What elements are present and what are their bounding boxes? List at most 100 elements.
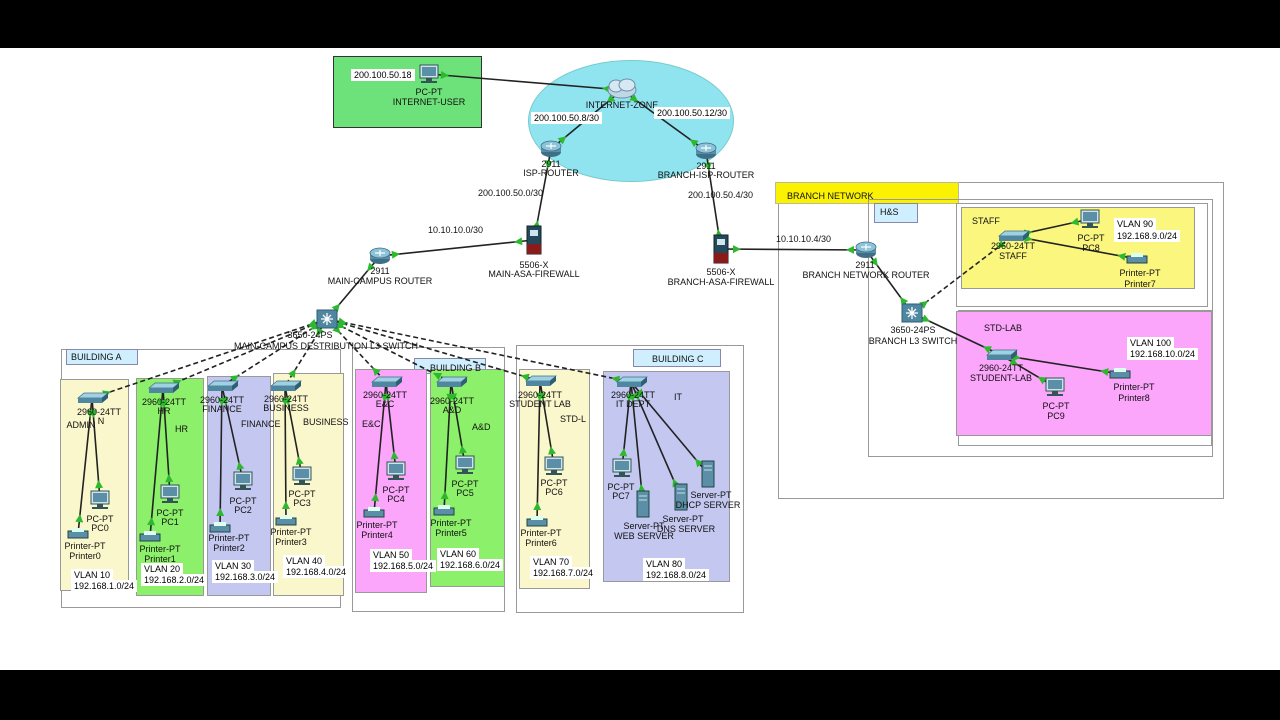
internet-user-type: PC-PT (415, 87, 443, 97)
area-finance (207, 376, 271, 596)
main-dist-name: MAIN-CAMPUS DESTRIBUTION L3 SWITCH (233, 341, 419, 351)
dept-2-switch-model: 2960-24TT (199, 395, 245, 405)
dept-6-switch-name: STUDENT LAB (509, 399, 571, 409)
dept-6-subnet: 192.168.7.0/24 (530, 567, 597, 579)
dept-6-printer-icon (526, 518, 548, 527)
main-fw-name: MAIN-ASA-FIREWALL (488, 269, 580, 279)
link (77, 397, 93, 535)
dept-5-switch-name: A&D (442, 405, 462, 415)
internet-user-ip: 200.100.50.18 (351, 69, 415, 81)
building-a-label: BUILDING A (71, 352, 122, 362)
main-fw-link-ip: 10.10.10.0/30 (428, 225, 484, 235)
port-up-indicator (732, 245, 741, 254)
branch-l3-model: 3650-24PS (890, 325, 936, 335)
link (630, 381, 644, 505)
internet-user-name: INTERNET-USER (392, 97, 466, 107)
port-up-indicator (982, 346, 992, 354)
web-server-type: Server-PT (623, 521, 665, 531)
link (1012, 235, 1138, 260)
branch-isp-model: 2911 (696, 161, 716, 171)
dept-3-pc-type: PC-PT (288, 489, 316, 499)
port-up-indicator (147, 517, 156, 526)
stdlab-vlan: VLAN 100 (1127, 337, 1175, 349)
link (428, 73, 623, 91)
dept-5-printer-type: Printer-PT (430, 518, 472, 528)
link (91, 318, 328, 399)
dept-4-printer-name: Printer4 (361, 530, 393, 540)
topology-canvas[interactable]: 200.100.50.18 PC-PT INTERNET-USER INTERN… (0, 48, 1280, 670)
link (162, 318, 328, 389)
building-c-label-bg (633, 349, 721, 367)
dept-2-area-label: FINANCE (241, 419, 281, 429)
dept-3-printer-type: Printer-PT (270, 527, 312, 537)
port-up-indicator (433, 372, 443, 381)
internet-user-area (333, 56, 482, 128)
branch-l3-name: BRANCH L3 SWITCH (868, 336, 958, 346)
stdlab-switch-name: STUDENT-LAB (969, 373, 1033, 383)
dept-0-printer-icon (67, 530, 89, 539)
dhcp-server-icon (701, 460, 715, 488)
dept-1-printer-name: Printer1 (144, 554, 176, 564)
dept-7-area-label: IT (674, 392, 682, 402)
dept-6-printer-type: Printer-PT (520, 528, 562, 538)
printer7-icon (1126, 255, 1148, 264)
dept-2-printer-type: Printer-PT (208, 533, 250, 543)
branch-isp-link-ip: 200.100.50.4/30 (688, 190, 754, 200)
port-up-indicator (281, 397, 290, 406)
port-up-indicator (514, 237, 523, 246)
dept-1-area-label: HR (175, 424, 188, 434)
dept-1-subnet: 192.168.2.0/24 (141, 574, 208, 586)
dept-2-pc-type: PC-PT (229, 496, 257, 506)
link (720, 248, 867, 251)
dns-server-icon (674, 483, 688, 511)
link (326, 318, 387, 383)
port-up-indicator (95, 480, 104, 489)
port-up-indicator (157, 399, 166, 408)
link (221, 318, 328, 387)
dept-6-printer-name: Printer6 (525, 538, 557, 548)
port-up-indicator (281, 501, 290, 510)
dept-1-printer-type: Printer-PT (139, 544, 181, 554)
stdlab-pc-type: PC-PT (1042, 401, 1070, 411)
dhcp-server-type: Server-PT (690, 490, 732, 500)
port-up-indicator (846, 245, 855, 254)
dept-4-printer-type: Printer-PT (356, 520, 398, 530)
hs-label-bg (874, 203, 918, 223)
dept-5-printer-icon (433, 507, 455, 516)
port-up-indicator (367, 262, 376, 272)
dept-5-switch-model: 2960-24TT (429, 396, 475, 406)
staff-printer-name: Printer7 (1124, 279, 1156, 289)
link (149, 387, 164, 538)
staff-pc-name: PC8 (1082, 243, 1100, 253)
printer8-icon (1109, 370, 1131, 379)
port-up-indicator (606, 94, 616, 103)
dns-server-type: Server-PT (662, 514, 704, 524)
stdlab-pc-name: PC9 (1047, 411, 1065, 421)
port-up-indicator (75, 514, 84, 523)
dept-0-printer-name: Printer0 (69, 551, 101, 561)
port-up-indicator (635, 388, 644, 398)
dept-1-printer-icon (139, 533, 161, 542)
dept-4-switch-name: E&C (375, 399, 395, 409)
dept-5-vlan: VLAN 60 (437, 548, 480, 560)
staff-printer-type: Printer-PT (1119, 268, 1161, 278)
port-up-indicator (390, 451, 399, 460)
port-up-indicator (316, 327, 325, 336)
link (326, 318, 632, 383)
port-up-indicator (295, 456, 304, 465)
dept-6-pc-name: PC6 (545, 487, 563, 497)
topology-links (67, 64, 1148, 542)
dept-5-subnet: 192.168.6.0/24 (437, 559, 504, 571)
port-up-indicator (629, 93, 639, 102)
dept-3-area-label: BUSINESS (303, 417, 349, 427)
dept-1-pc-name: PC1 (161, 517, 179, 527)
dept-4-switch-model: 2960-24TT (362, 390, 408, 400)
isp-router-name: ISP-ROUTER (523, 168, 579, 178)
port-up-indicator (287, 369, 296, 378)
dept-3-printer-name: Printer3 (275, 537, 307, 547)
port-up-indicator (548, 446, 556, 455)
staff-switch-name: STAFF (999, 251, 1027, 261)
port-up-indicator (372, 367, 381, 376)
area-admin (60, 379, 129, 591)
branch-router-model: 2911 (855, 260, 875, 270)
